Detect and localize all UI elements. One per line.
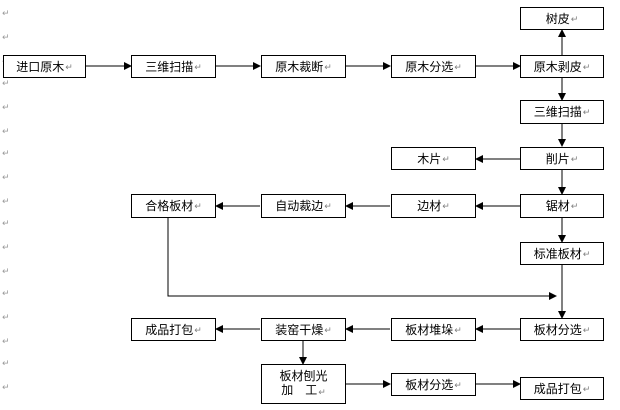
node-zidong: 自动裁边↵ (261, 194, 346, 218)
paragraph-mark: ↵ (454, 380, 462, 391)
node-fenxuan3: 板材分选↵ (391, 373, 476, 396)
node-shupi-label: 树皮 (545, 11, 570, 26)
paragraph-mark: ↵ (2, 313, 10, 323)
node-fenxuan2: 板材分选↵ (520, 318, 604, 341)
paragraph-mark: ↵ (2, 219, 10, 229)
node-zhuangyao: 装窑干燥↵ (261, 318, 346, 341)
paragraph-mark: ↵ (2, 243, 10, 253)
paragraph-mark: ↵ (194, 325, 202, 336)
paragraph-mark: ↵ (570, 202, 579, 212)
paragraph-mark: ↵ (582, 384, 591, 395)
paragraph-mark: ↵ (2, 337, 10, 347)
node-sanwei2: 三维扫描↵ (520, 100, 604, 124)
node-zidong-label: 自动裁边 (275, 199, 324, 213)
node-jucai: 锯材↵ (520, 194, 604, 218)
paragraph-mark: ↵ (570, 14, 579, 25)
node-jinkou-label: 进口原木 (16, 59, 65, 74)
paragraph-mark: ↵ (324, 325, 332, 336)
node-sanwei1: 三维扫描↵ (131, 55, 216, 78)
paragraph-mark: ↵ (2, 173, 10, 183)
node-hege-label: 合格板材 (145, 199, 194, 213)
node-chengpin2: 成品打包↵ (520, 377, 604, 400)
paragraph-mark: ↵ (2, 127, 10, 137)
paragraph-mark: ↵ (2, 33, 10, 43)
node-mupian: 木片↵ (391, 147, 476, 170)
node-chengpin2-label: 成品打包 (533, 381, 582, 396)
node-bpg-label-2: 加 工 (281, 383, 318, 397)
node-caiduan: 原木裁断↵ (261, 55, 346, 78)
paragraph-mark: ↵ (2, 383, 10, 393)
paragraph-mark: ↵ (2, 9, 10, 19)
paragraph-mark: ↵ (454, 325, 462, 336)
node-caiduan-label: 原木裁断 (275, 59, 324, 74)
paragraph-mark: ↵ (454, 62, 462, 73)
node-zhuangyao-label: 装窑干燥 (275, 322, 324, 337)
node-biaozhun: 标准板材↵ (520, 242, 604, 265)
node-bpg-label-1: 板材刨光 (279, 369, 328, 383)
node-biancai: 边材↵ (391, 194, 476, 218)
node-chengpin1: 成品打包↵ (131, 318, 216, 341)
paragraph-mark: ↵ (582, 249, 591, 260)
node-fenxuan3-label: 板材分选 (405, 377, 454, 392)
node-chengpin1-label: 成品打包 (145, 322, 194, 337)
paragraph-mark: ↵ (194, 62, 202, 73)
paragraph-mark: ↵ (2, 149, 10, 159)
node-biancai-label: 边材 (417, 199, 442, 213)
paragraph-mark: ↵ (2, 267, 10, 277)
node-bpg: 板材刨光 加 工↵ (261, 364, 346, 404)
node-mupian-label: 木片 (417, 151, 442, 166)
paragraph-mark: ↵ (65, 62, 73, 73)
node-boupi-label: 原木剥皮 (533, 59, 582, 74)
arrow-hege-to-main-line (167, 218, 557, 300)
paragraph-mark: ↵ (324, 62, 332, 73)
node-xiaopian: 削片↵ (520, 147, 604, 170)
paragraph-mark: ↵ (582, 108, 591, 118)
paragraph-mark: ↵ (2, 289, 10, 299)
node-jinkou: 进口原木↵ (3, 55, 86, 78)
node-bpg-line1: 板材刨光 (279, 369, 327, 383)
node-sanwei2-label: 三维扫描 (533, 105, 582, 119)
node-bpg-line2: 加 工↵ (281, 383, 326, 399)
paragraph-mark: ↵ (194, 202, 202, 212)
paragraph-mark: ↵ (2, 79, 10, 89)
paragraph-mark: ↵ (318, 388, 326, 398)
node-shupi: 树皮↵ (520, 7, 604, 30)
node-boupi: 原木剥皮↵ (520, 55, 604, 78)
paragraph-mark: ↵ (570, 154, 579, 165)
node-duiduo-label: 板材堆垛 (405, 322, 454, 337)
paragraph-mark: ↵ (2, 197, 10, 207)
node-xiaopian-label: 削片 (545, 151, 570, 166)
paragraph-mark: ↵ (2, 359, 10, 369)
node-fenxuan2-label: 板材分选 (533, 322, 582, 337)
paragraph-mark: ↵ (2, 103, 10, 113)
node-fenxuan1-label: 原木分选 (405, 59, 454, 74)
paragraph-mark: ↵ (442, 202, 450, 212)
paragraph-mark: ↵ (582, 62, 591, 73)
paragraph-mark: ↵ (324, 202, 332, 212)
node-hege: 合格板材↵ (131, 194, 216, 218)
paragraph-mark: ↵ (442, 154, 450, 165)
paragraph-mark: ↵ (582, 325, 591, 336)
node-jucai-label: 锯材 (545, 199, 570, 213)
node-duiduo: 板材堆垛↵ (391, 318, 476, 341)
node-biaozhun-label: 标准板材 (533, 246, 582, 261)
node-fenxuan1: 原木分选↵ (391, 55, 476, 78)
node-sanwei1-label: 三维扫描 (145, 59, 194, 74)
